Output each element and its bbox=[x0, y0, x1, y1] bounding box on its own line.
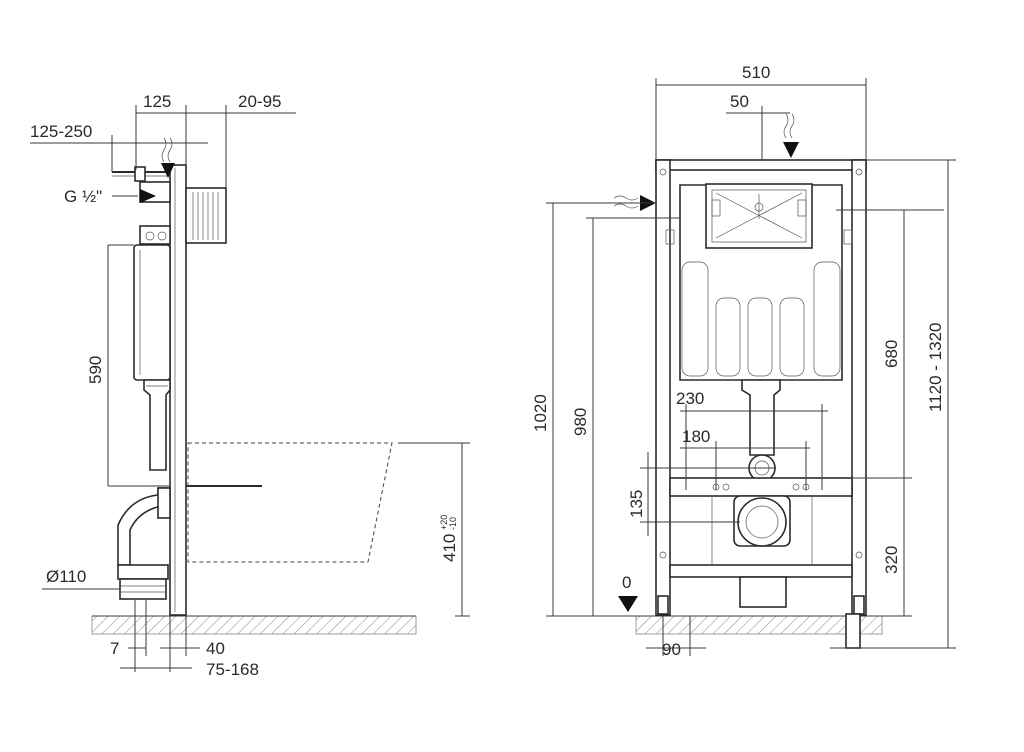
dim-diameter-110: Ø110 bbox=[46, 567, 86, 586]
dim-590: 590 bbox=[86, 356, 105, 384]
dim-20-95: 20-95 bbox=[238, 92, 281, 111]
front-top-inlet-icon bbox=[783, 113, 789, 139]
front-side-inlet-icon bbox=[613, 195, 639, 201]
dim-320: 320 bbox=[882, 546, 901, 574]
front-view: 510 50 1020 980 0 1120 - 1320 680 bbox=[531, 63, 956, 659]
dim-40: 40 bbox=[206, 639, 225, 658]
dim-7: 7 bbox=[110, 639, 119, 658]
side-frame-post bbox=[169, 164, 187, 616]
dim-75-168: 75-168 bbox=[206, 660, 259, 679]
dim-980: 980 bbox=[571, 408, 590, 436]
dim-125: 125 bbox=[143, 92, 171, 111]
dim-50: 50 bbox=[730, 92, 749, 111]
top-inlet-icon bbox=[161, 137, 167, 163]
dim-125-250: 125-250 bbox=[30, 122, 92, 141]
dim-180: 180 bbox=[682, 427, 710, 446]
side-wc-bowl bbox=[187, 442, 393, 563]
zero-marker-icon bbox=[618, 596, 638, 612]
dim-230: 230 bbox=[676, 389, 704, 408]
dim-410-tol-upper: +20 bbox=[439, 515, 449, 530]
dim-510: 510 bbox=[742, 63, 770, 82]
dim-410-tol-lower: -10 bbox=[448, 517, 458, 530]
front-frame bbox=[655, 159, 867, 171]
side-view: 125 20-95 125-250 G ½" 590 Ø110 410 +20 … bbox=[30, 92, 470, 679]
dim-410: 410 bbox=[440, 534, 459, 562]
dim-1120-1320: 1120 - 1320 bbox=[926, 323, 945, 412]
dim-1020: 1020 bbox=[531, 394, 550, 432]
front-floor bbox=[635, 615, 883, 635]
dim-135: 135 bbox=[627, 490, 646, 518]
side-floor bbox=[91, 615, 417, 635]
zero-label: 0 bbox=[622, 573, 631, 592]
side-cistern bbox=[133, 244, 171, 381]
dim-90: 90 bbox=[662, 640, 681, 659]
dim-680: 680 bbox=[882, 340, 901, 368]
thread-label: G ½" bbox=[64, 187, 102, 206]
